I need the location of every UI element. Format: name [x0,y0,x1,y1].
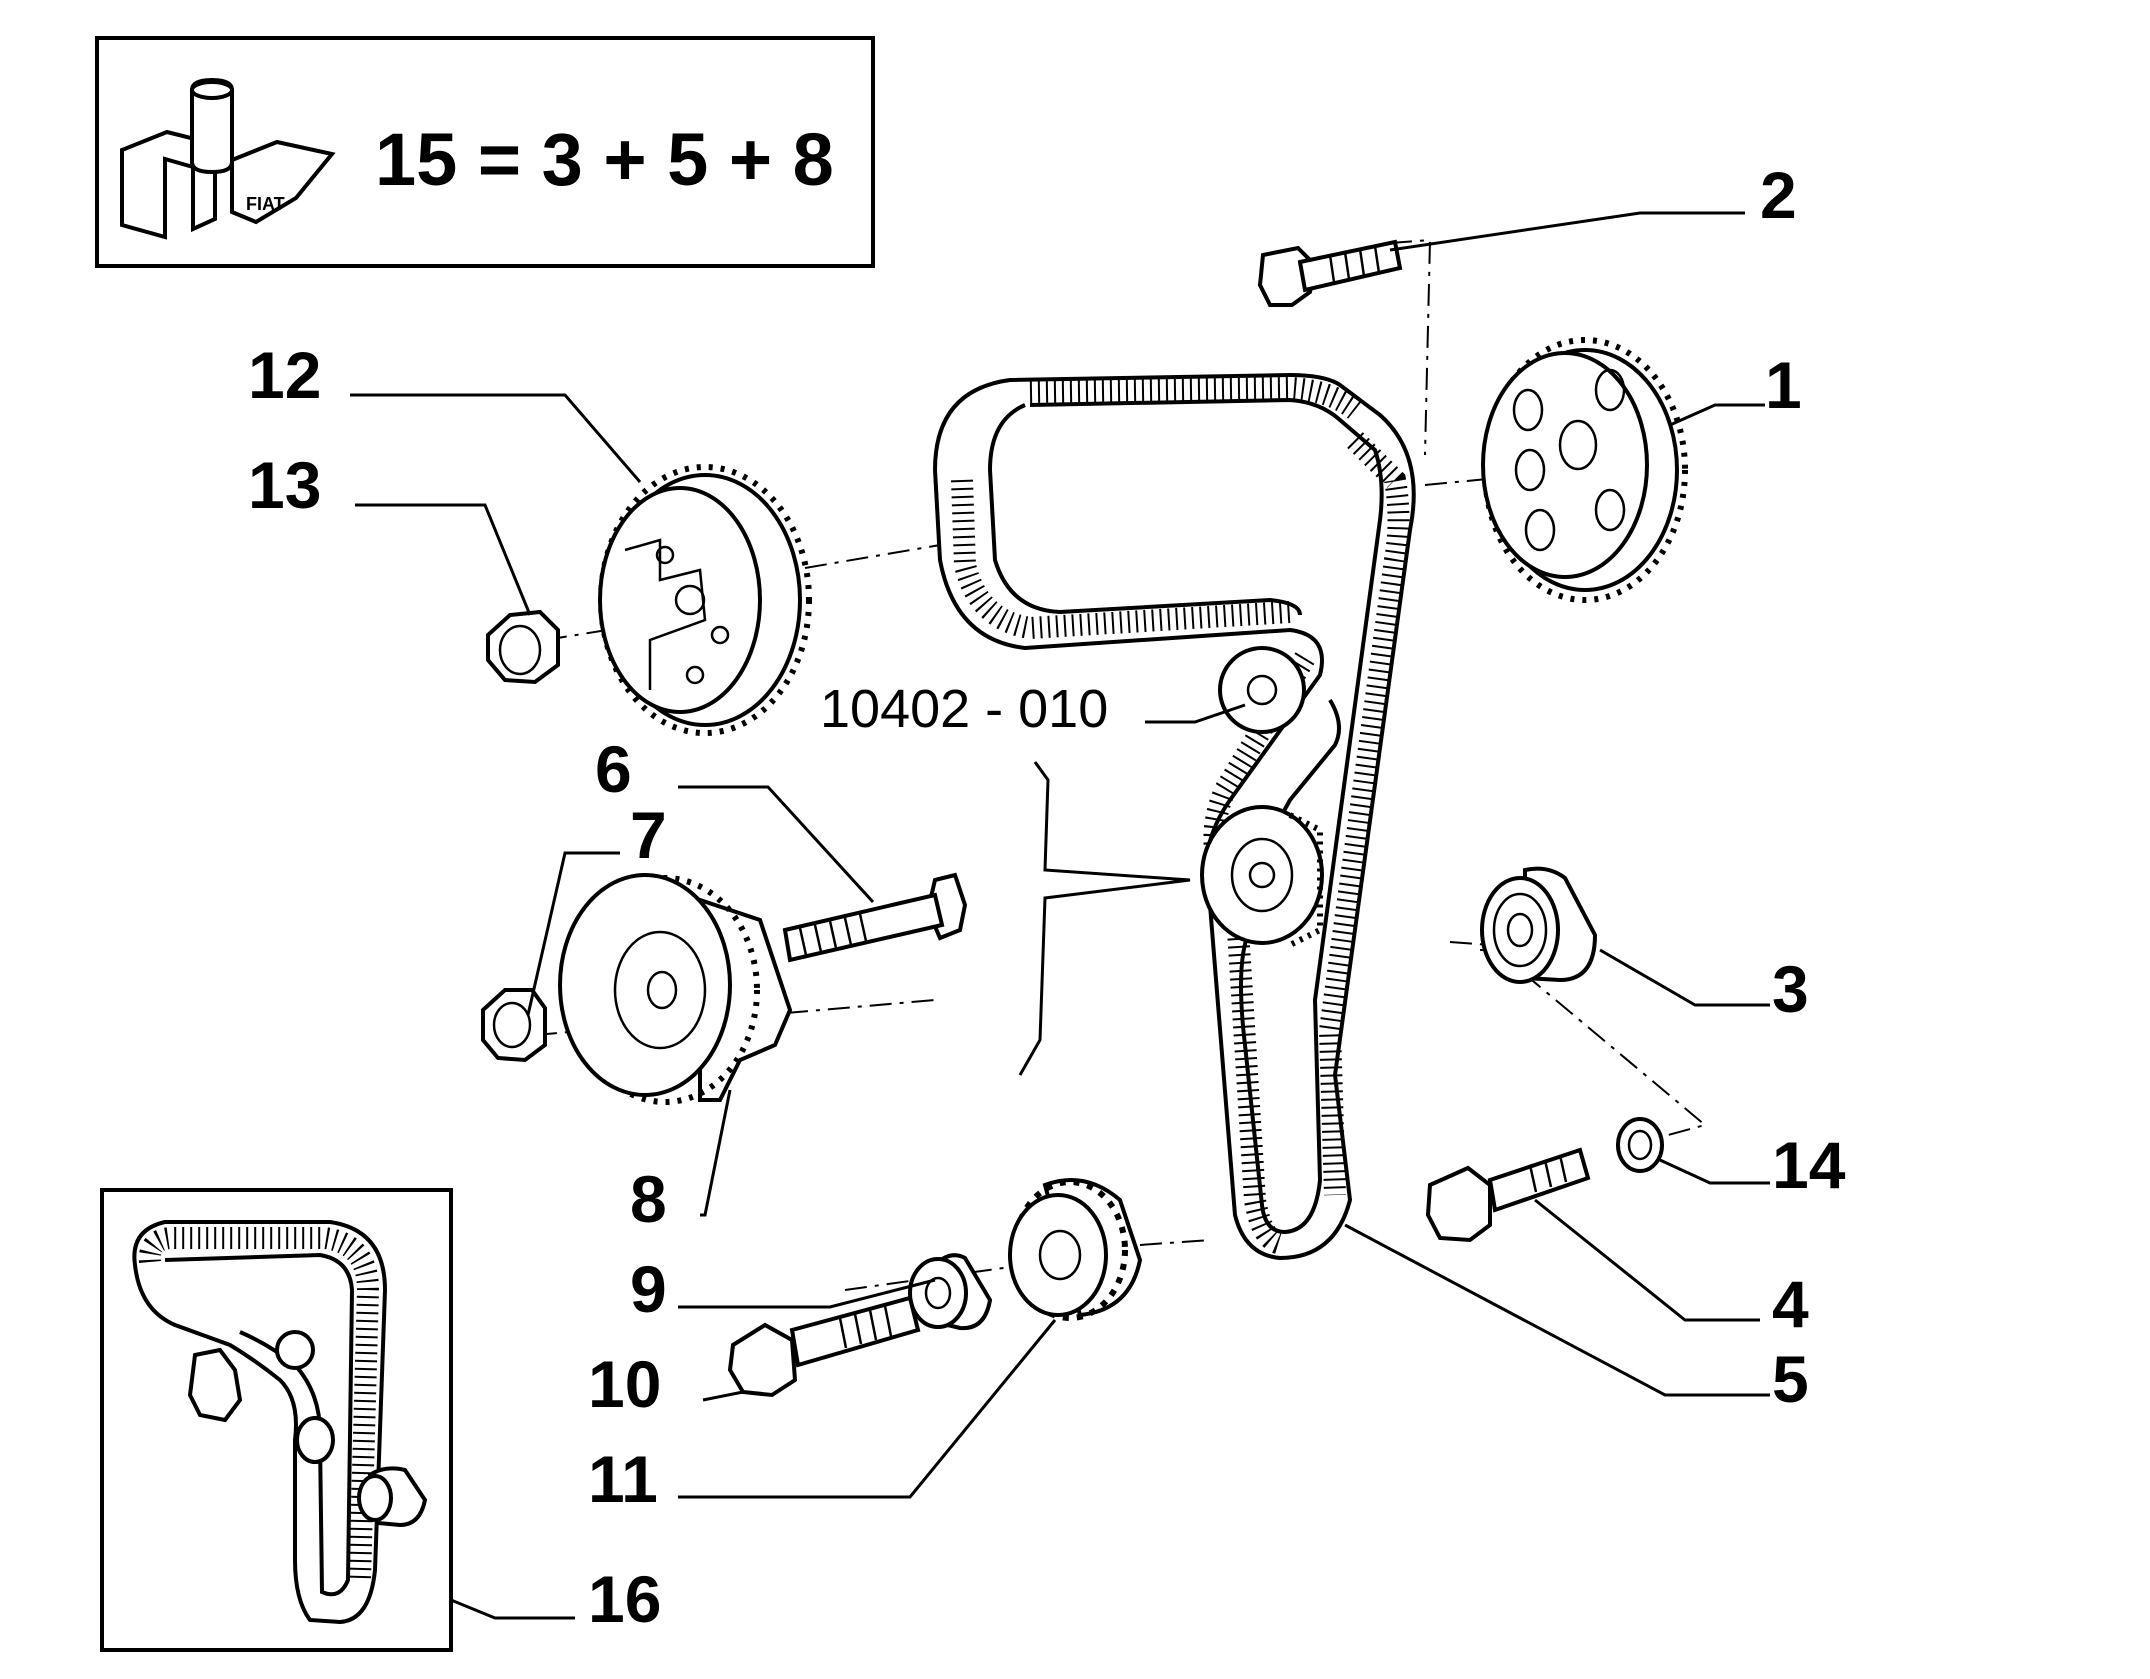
callout-16: 16 [588,1562,661,1636]
callout-9: 9 [630,1252,667,1326]
part-2-bolt [1257,239,1403,307]
callout-8: 8 [630,1162,667,1236]
kit-formula: 15 = 3 + 5 + 8 [375,118,834,201]
callout-2: 2 [1760,158,1797,232]
part-1-camshaft-pulley [1481,337,1688,603]
kit-legend: FIAT 15 = 3 + 5 + 8 [95,36,875,268]
callout-10: 10 [588,1347,661,1421]
leader-lines [350,211,1770,1620]
part-code-label: 10402 - 010 [820,679,1108,739]
callout-3: 3 [1772,952,1809,1026]
part-8-tensioner-assembly [558,873,793,1105]
callout-labels: 1 2 3 4 5 6 7 8 9 10 11 12 13 14 16 1040… [248,158,1846,1636]
callout-13: 13 [248,448,321,522]
part-11-crankshaft-sprocket [1008,1178,1143,1321]
callout-1: 1 [1765,348,1802,422]
callout-7: 7 [630,798,667,872]
part-3-idler-roller [1480,866,1598,984]
part-10-bolt [727,1295,921,1398]
part-14-washer [1616,1117,1664,1173]
inset-kit-16 [100,1188,453,1652]
callout-12: 12 [248,338,321,412]
callout-4: 4 [1772,1267,1809,1341]
part-9-spacer [908,1253,993,1331]
callout-14: 14 [1772,1128,1846,1202]
belt-idler-upper [1218,646,1306,734]
timing-belt [932,372,1416,1261]
part-7-nut [481,988,547,1063]
part-12-pulley [598,464,812,736]
brand-mark-fiat: FIAT [246,194,285,214]
part-13-nut [486,609,560,685]
kit-box-icon: FIAT [120,77,336,240]
callout-5: 5 [1772,1342,1809,1416]
belt-tensioner [1200,805,1324,948]
callout-11: 11 [588,1442,658,1516]
part-4-bolt [1425,1147,1591,1243]
part-6-stud-bolt [782,872,968,963]
callout-6: 6 [595,732,632,806]
